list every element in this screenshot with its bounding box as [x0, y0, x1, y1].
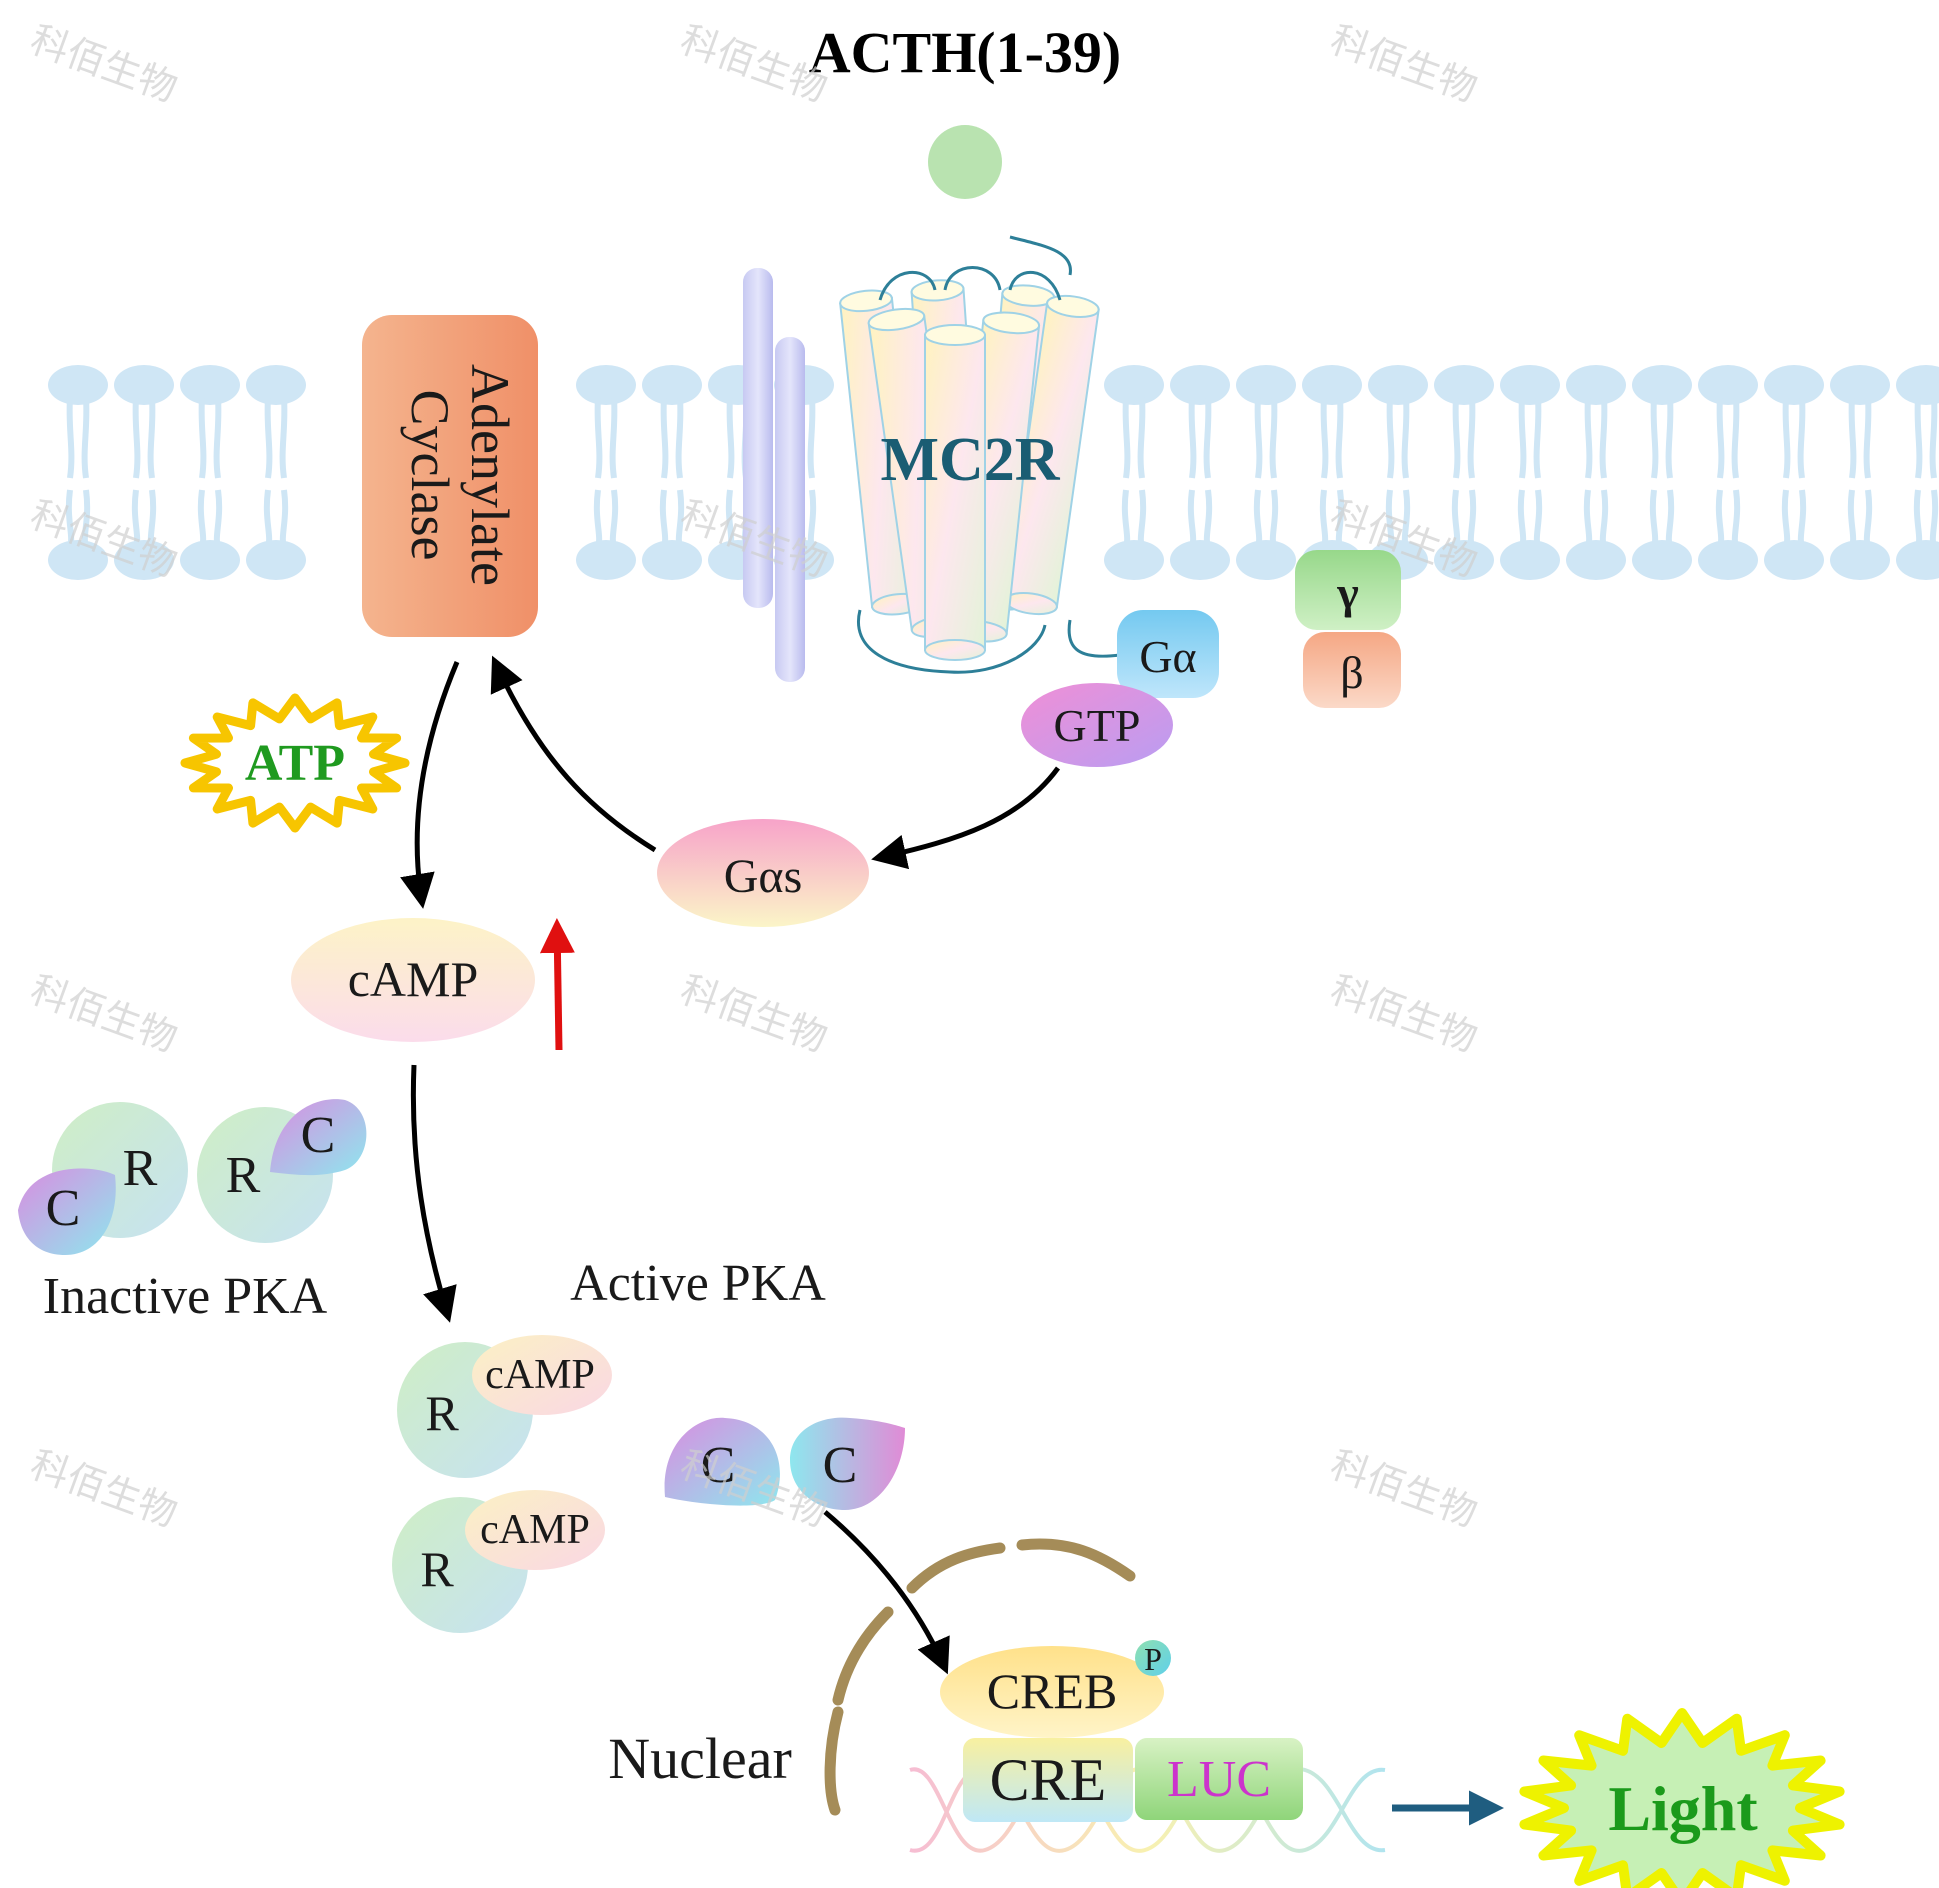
active-pka-label: Active PKA — [570, 1255, 826, 1312]
g-alpha-subunit: Gα — [1117, 610, 1219, 698]
g-beta-subunit: β — [1303, 632, 1401, 708]
gtp-label: GTP — [1054, 700, 1141, 751]
receptor-helix — [924, 324, 986, 661]
arrow-cyclase-to-camp — [400, 661, 460, 909]
free-c-1-label: C — [701, 1437, 736, 1494]
watermark-text: 科佰生物 — [25, 969, 182, 1060]
adenylate-cyclase-line1: Adenylate — [460, 364, 520, 586]
lipid-molecule — [642, 365, 702, 580]
r-camp-2-r: R — [420, 1541, 454, 1597]
creb-label: CREB — [987, 1663, 1118, 1719]
watermark-text: 科佰生物 — [1325, 1444, 1482, 1535]
receptor-helix — [1004, 294, 1100, 616]
light-starburst: Light — [1519, 1708, 1845, 1888]
g-alpha-s: Gαs — [657, 819, 869, 927]
lipid-molecule — [246, 365, 306, 580]
light-label: Light — [1608, 1773, 1758, 1844]
transmembrane-bar-2 — [775, 337, 805, 682]
inactive-pka-2-r: R — [226, 1147, 261, 1204]
luc-label: LUC — [1167, 1751, 1271, 1808]
lipid-molecule — [114, 365, 174, 580]
arrow-c-to-creb — [823, 1510, 950, 1675]
inactive-pka-complex-2: R C — [197, 1099, 367, 1243]
inactive-pka-label: Inactive PKA — [43, 1268, 328, 1325]
r-camp-complex-1: R cAMP — [397, 1335, 612, 1478]
atp-starburst: ATP — [180, 693, 410, 833]
lipid-molecule — [1170, 365, 1230, 580]
cre-label: CRE — [990, 1747, 1107, 1813]
gtp-molecule: GTP — [1021, 683, 1173, 767]
adenylate-cyclase-line2: Cyclase — [400, 390, 460, 561]
r-camp-1-camp: cAMP — [485, 1352, 595, 1398]
nuclear-envelope — [824, 1538, 1136, 1816]
arrow-gas-to-cyclase — [490, 655, 657, 853]
free-c-2-label: C — [823, 1437, 858, 1494]
g-alpha-s-label: Gαs — [724, 850, 803, 903]
lipid-bilayer-membrane — [48, 365, 1939, 580]
mc2r-receptor: MC2R — [839, 235, 1121, 674]
g-beta-label: β — [1340, 647, 1363, 698]
camp-molecule: cAMP — [291, 918, 535, 1042]
watermark-text: 科佰生物 — [25, 494, 182, 585]
camp-label: cAMP — [348, 951, 479, 1007]
free-c-subunit-1: C — [664, 1417, 780, 1506]
lipid-molecule — [1632, 365, 1692, 580]
watermark-text: 科佰生物 — [1325, 969, 1482, 1060]
acth-ligand — [928, 125, 1002, 199]
lipid-molecule — [1764, 365, 1824, 580]
atp-label: ATP — [245, 735, 345, 792]
lipid-molecule — [1896, 365, 1939, 580]
inactive-pka-1-c: C — [46, 1180, 81, 1237]
r-camp-2-camp: cAMP — [480, 1507, 590, 1553]
inactive-pka-1-r: R — [123, 1140, 158, 1197]
arrow-camp-to-pka — [410, 1064, 457, 1323]
lipid-molecule — [1830, 365, 1890, 580]
arrow-gtp-to-gas — [871, 766, 1061, 870]
nuclear-label: Nuclear — [608, 1726, 792, 1791]
lipid-molecule — [1500, 365, 1560, 580]
lipid-molecule — [1434, 365, 1494, 580]
phosphate-group: P — [1135, 1640, 1171, 1677]
watermark-text: 科佰生物 — [25, 19, 182, 110]
r-camp-complex-2: R cAMP — [392, 1490, 605, 1633]
g-gamma-subunit: γ — [1295, 550, 1401, 630]
increase-arrow — [539, 918, 575, 1051]
watermark-text: 科佰生物 — [25, 1444, 182, 1535]
mc2r-label: MC2R — [880, 426, 1060, 494]
lipid-molecule — [1104, 365, 1164, 580]
watermark-text: 科佰生物 — [1325, 19, 1482, 110]
transmembrane-bar-1 — [743, 268, 773, 608]
lipid-molecule — [1236, 365, 1296, 580]
creb-protein: CREB — [940, 1646, 1164, 1738]
phosphate-label: P — [1144, 1641, 1162, 1677]
ligand-title: ACTH(1-39) — [809, 20, 1122, 85]
watermark-text: 科佰生物 — [675, 969, 832, 1060]
lipid-molecule — [180, 365, 240, 580]
lipid-molecule — [1302, 365, 1362, 580]
cre-element: CRE — [963, 1738, 1133, 1822]
lipid-molecule — [48, 365, 108, 580]
luc-reporter: LUC — [1135, 1738, 1303, 1820]
lipid-molecule — [1698, 365, 1758, 580]
inactive-pka-complex-1: R C — [18, 1102, 188, 1255]
lipid-molecule — [1566, 365, 1626, 580]
inactive-pka-2-c: C — [301, 1107, 336, 1164]
r-camp-1-r: R — [425, 1385, 459, 1441]
free-c-subunit-2: C — [790, 1417, 905, 1510]
adenylate-cyclase: Adenylate Cyclase — [362, 315, 538, 637]
lipid-molecule — [576, 365, 636, 580]
g-gamma-label: γ — [1336, 567, 1359, 618]
g-alpha-label: Gα — [1139, 631, 1196, 682]
